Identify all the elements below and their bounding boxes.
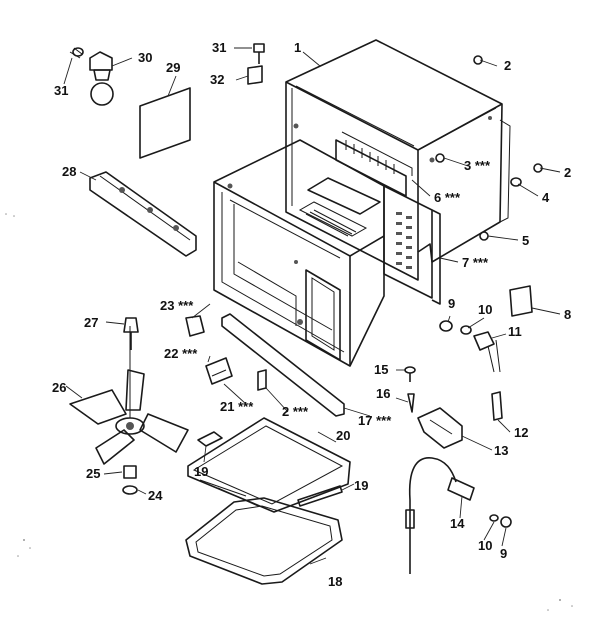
callout-23: 23 *** [160, 298, 194, 313]
seal-strip [221, 313, 345, 417]
right-small-parts [417, 55, 543, 449]
callout-28: 28 [62, 164, 76, 179]
callout-labels: 1 2 2 2 *** 3 *** 4 5 6 *** 7 *** 8 9 9 … [52, 40, 571, 589]
rack-clip-left [197, 431, 223, 447]
callout-30: 30 [138, 50, 152, 65]
top-screw-assembly [247, 43, 265, 85]
fan-coupler-parts [122, 317, 139, 495]
callout-29: 29 [166, 60, 180, 75]
callout-32: 32 [210, 72, 224, 87]
callout-5: 5 [522, 233, 529, 248]
callout-8: 8 [564, 307, 571, 322]
callout-20: 20 [336, 428, 350, 443]
leader-lines [63, 47, 561, 565]
control-panel [335, 131, 441, 305]
callout-25: 25 [86, 466, 100, 481]
callout-4: 4 [542, 190, 550, 205]
rack-clip-right [297, 485, 343, 507]
callout-10-lower: 10 [478, 538, 492, 553]
wire-rack-frame [185, 497, 343, 585]
oven-cavity [213, 139, 385, 367]
stirrer-fan [69, 326, 189, 465]
callout-11: 11 [508, 324, 522, 339]
callout-16: 16 [376, 386, 390, 401]
callout-19-left: 19 [194, 464, 208, 479]
callout-18: 18 [328, 574, 342, 589]
callout-2-mid: 2 *** [282, 404, 309, 419]
callout-9-upper: 9 [448, 296, 455, 311]
callout-27: 27 [84, 315, 98, 330]
callout-21: 21 *** [220, 399, 254, 414]
callout-15: 15 [374, 362, 388, 377]
callout-6: 6 *** [434, 190, 461, 205]
hinge-bracket [89, 171, 197, 257]
cavity-grille [305, 209, 357, 237]
callout-3: 3 *** [464, 158, 491, 173]
lamp-assembly [69, 47, 114, 106]
callout-9-lower: 9 [500, 546, 507, 561]
control-buttons [396, 212, 412, 269]
callout-2-top: 2 [504, 58, 511, 73]
screw-pair [404, 366, 416, 413]
callout-22: 22 *** [164, 346, 198, 361]
callout-14: 14 [450, 516, 465, 531]
callout-26: 26 [52, 380, 66, 395]
cooking-tray [187, 417, 351, 513]
callout-10-upper: 10 [478, 302, 492, 317]
callout-31-left: 31 [54, 83, 68, 98]
light-cover-panel [139, 87, 191, 159]
vent-slots [345, 140, 395, 174]
callout-2-right: 2 [564, 165, 571, 180]
outer-cabinet [285, 39, 511, 281]
temperature-probe [405, 457, 512, 574]
callout-7: 7 *** [462, 255, 489, 270]
callout-24: 24 [148, 488, 163, 503]
callout-12: 12 [514, 425, 528, 440]
callout-17: 17 *** [358, 413, 392, 428]
callout-19-right: 19 [354, 478, 368, 493]
callout-13: 13 [494, 443, 508, 458]
callout-31-top: 31 [212, 40, 226, 55]
callout-1: 1 [294, 40, 301, 55]
scan-noise [5, 213, 573, 611]
bracket-parts [185, 315, 267, 391]
